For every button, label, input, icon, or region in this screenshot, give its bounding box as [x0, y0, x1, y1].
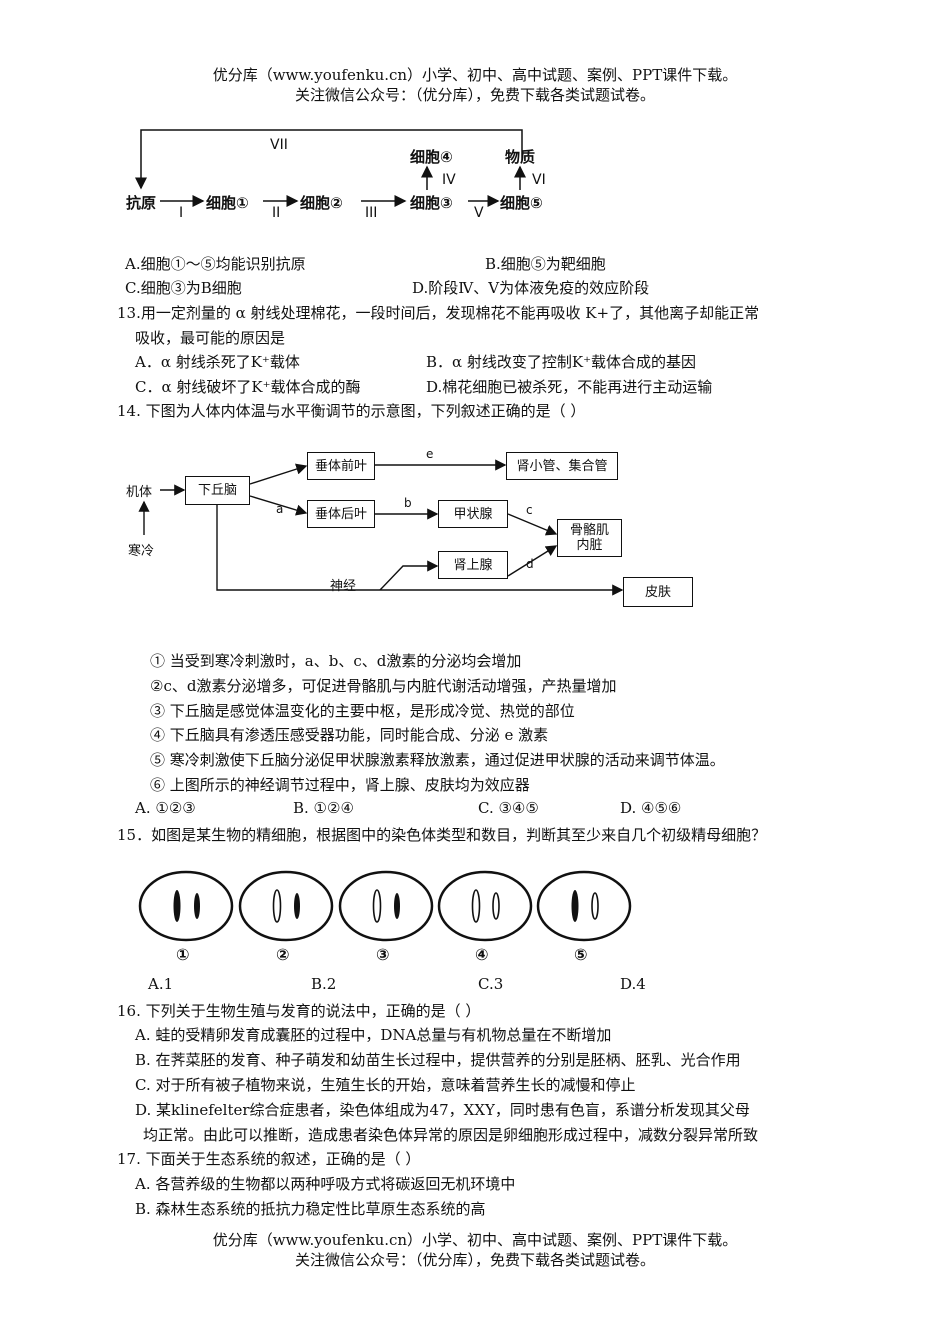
q13-option-b: B．α 射线改变了控制K⁺载体合成的基因: [426, 353, 697, 371]
q14-option-b: B. ①②④: [293, 799, 354, 817]
adrenal-label: 肾上腺: [453, 557, 493, 573]
q17-option-b: B. 森林生态系统的抵抗力稳定性比草原生态系统的高: [135, 1200, 486, 1218]
kidney-box: 肾小管、集合管: [506, 452, 618, 480]
q13-option-d: D.棉花细胞已被杀死，不能再进行主动运输: [426, 378, 713, 396]
cell-2-number: ②: [276, 945, 290, 964]
q12-option-c: C.细胞③为B细胞: [125, 279, 242, 297]
hormone-d-label: d: [526, 557, 534, 571]
q14-statement-5: ⑤ 寒冷刺激使下丘脑分泌促甲状腺激素释放激素，通过促进甲状腺的活动来调节体温。: [150, 751, 725, 769]
hypothalamus-box: 下丘脑: [185, 476, 250, 505]
nerve-label: 神经: [330, 579, 357, 594]
muscle-viscera-box: 骨骼肌 内脏: [557, 519, 622, 557]
cell-1-label: 细胞①: [206, 194, 249, 212]
q13-stem-1: 13.用一定剂量的 α 射线处理棉花，一段时间后，发现棉花不能再吸收 K+了，其…: [117, 304, 760, 322]
q16-option-d-line-2: 均正常。由此可以推断，造成患者染色体异常的原因是卵细胞形成过程中，减数分裂异常所…: [143, 1126, 759, 1144]
stage-2-label: II: [272, 205, 281, 221]
q17-option-a: A. 各营养级的生物都以两种呼吸方式将碳返回无机环境中: [135, 1175, 516, 1193]
q13-option-a: A．α 射线杀死了K⁺载体: [135, 353, 300, 371]
q13-stem-2: 吸收，最可能的原因是: [135, 329, 286, 347]
thyroid-box: 甲状腺: [438, 500, 508, 528]
q15-option-c: C.3: [478, 975, 504, 993]
q16-option-c: C. 对于所有被子植物来说，生殖生长的开始，意味着营养生长的减慢和停止: [135, 1076, 636, 1094]
q13-option-c: C．α 射线破坏了K⁺载体合成的酶: [135, 378, 361, 396]
q14-statement-1: ① 当受到寒冷刺激时，a、b、c、d激素的分泌均会增加: [150, 652, 522, 670]
header-line-2: 关注微信公众号：（优分库），免费下载各类试题试卷。: [294, 86, 655, 104]
q16-stem: 16. 下列关于生物生殖与发育的说法中，正确的是（ ）: [117, 1002, 481, 1020]
footer-line-2: 关注微信公众号：（优分库），免费下载各类试题试卷。: [294, 1251, 655, 1269]
stage-6-label: VI: [532, 172, 546, 188]
kidney-label: 肾小管、集合管: [516, 458, 608, 474]
substance-label: 物质: [505, 148, 536, 166]
q14-option-a: A. ①②③: [135, 799, 196, 817]
posterior-pituitary-label: 垂体后叶: [314, 506, 367, 522]
cell-3-number: ③: [376, 945, 390, 964]
cell-4-label: 细胞④: [410, 148, 453, 166]
cell-1-number: ①: [176, 945, 190, 964]
anterior-pituitary-label: 垂体前叶: [314, 458, 367, 474]
stage-1-label: I: [179, 205, 184, 221]
thermoregulation-arrows: [138, 459, 624, 596]
sperm-cells-drawing: [138, 870, 632, 942]
q14-option-d: D. ④⑤⑥: [620, 799, 682, 817]
cell-2-label: 细胞②: [300, 194, 343, 212]
muscle-label: 骨骼肌: [569, 523, 609, 538]
cell-5-label: 细胞⑤: [500, 194, 543, 212]
q15-option-d: D.4: [620, 975, 646, 993]
q14-stem: 14. 下图为人体内体温与水平衡调节的示意图，下列叙述正确的是（ ）: [117, 402, 586, 420]
q16-option-d-line-1: D. 某klinefelter综合症患者，染色体组成为47，XXY，同时患有色盲…: [135, 1101, 750, 1119]
stage-5-label: V: [474, 205, 484, 221]
hormone-e-label: e: [426, 447, 434, 461]
q12-option-a: A.细胞①～⑤均能识别抗原: [125, 255, 306, 273]
q14-statement-6: ⑥ 上图所示的神经调节过程中，肾上腺、皮肤均为效应器: [150, 776, 530, 794]
stage-3-label: III: [365, 205, 378, 221]
q14-statement-2: ②c、d激素分泌增多，可促进骨骼肌与内脏代谢活动增强，产热量增加: [150, 677, 617, 695]
adrenal-box: 肾上腺: [438, 551, 508, 579]
q16-option-b: B. 在荠菜胚的发育、种子萌发和幼苗生长过程中，提供营养的分别是胚柄、胚乳、光合…: [135, 1051, 741, 1069]
anterior-pituitary-box: 垂体前叶: [307, 452, 375, 480]
immune-diagram-arrows: [135, 129, 526, 207]
viscera-label: 内脏: [576, 538, 603, 553]
q17-stem: 17. 下面关于生态系统的叙述，正确的是（ ）: [117, 1150, 421, 1168]
q16-option-a: A. 蛙的受精卵发育成囊胚的过程中，DNA总量与有机物总量在不断增加: [135, 1026, 612, 1044]
hypothalamus-label: 下丘脑: [197, 483, 237, 498]
stage-4-label: IV: [442, 172, 456, 188]
q15-option-a: A.1: [148, 975, 174, 993]
cell-5-number: ⑤: [574, 945, 588, 964]
hormone-c-label: c: [526, 503, 533, 517]
hormone-b-label: b: [404, 496, 412, 510]
antigen-label: 抗原: [126, 194, 157, 212]
q12-option-d: D.阶段Ⅳ、V为体液免疫的效应阶段: [412, 279, 650, 297]
q14-statement-3: ③ 下丘脑是感觉体温变化的主要中枢，是形成冷觉、热觉的部位: [150, 702, 575, 720]
body-label: 机体: [126, 485, 153, 500]
q12-option-b: B.细胞⑤为靶细胞: [485, 255, 606, 273]
q15-option-b: B.2: [311, 975, 337, 993]
q15-stem: 15．如图是某生物的精细胞，根据图中的染色体类型和数目，判断其至少来自几个初级精…: [117, 826, 767, 844]
cell-4-number: ④: [475, 945, 489, 964]
skin-box: 皮肤: [623, 577, 693, 607]
posterior-pituitary-box: 垂体后叶: [307, 500, 375, 528]
hormone-a-label: a: [276, 502, 284, 516]
q14-statement-4: ④ 下丘脑具有渗透压感受器功能，同时能合成、分泌 e 激素: [150, 726, 549, 744]
thyroid-label: 甲状腺: [453, 506, 493, 522]
footer-line-1: 优分库（www.youfenku.cn）小学、初中、高中试题、案例、PPT课件下…: [212, 1231, 738, 1249]
skin-label: 皮肤: [644, 584, 671, 600]
stage-7-label: VII: [270, 137, 288, 153]
cold-label: 寒冷: [128, 544, 155, 559]
cell-3-label: 细胞③: [410, 194, 453, 212]
q14-option-c: C. ③④⑤: [478, 799, 539, 817]
header-line-1: 优分库（www.youfenku.cn）小学、初中、高中试题、案例、PPT课件下…: [212, 66, 738, 84]
